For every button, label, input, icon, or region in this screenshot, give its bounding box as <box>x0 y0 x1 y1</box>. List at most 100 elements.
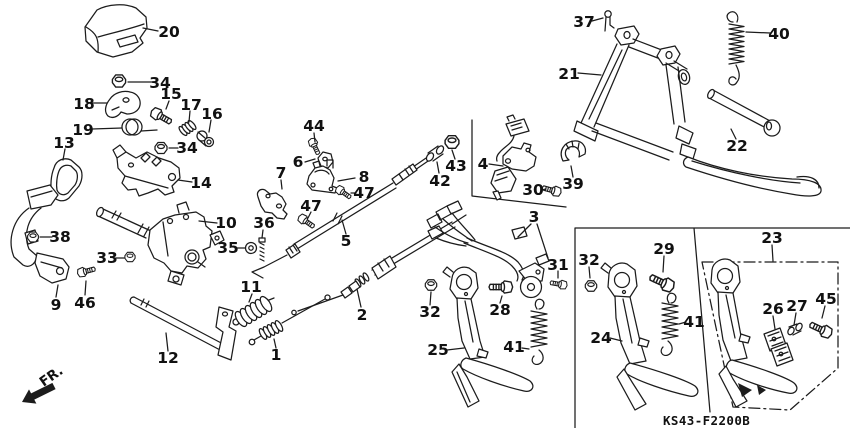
panel-divider-lower <box>574 227 850 428</box>
callout-1: 1 <box>271 346 282 364</box>
part-26-rubber-pad <box>763 327 794 367</box>
part-47-bolt-a <box>333 183 354 202</box>
callout-10: 10 <box>215 214 237 232</box>
callout-8: 8 <box>359 168 370 186</box>
callout-32b: 32 <box>419 303 441 321</box>
part-27-pin <box>787 322 803 336</box>
callout-15: 15 <box>160 85 182 103</box>
part-3-switch-harness <box>426 200 550 299</box>
callout-45: 45 <box>815 290 837 308</box>
part-4-stand-switch <box>490 114 537 201</box>
part-32-nut-b <box>584 280 598 292</box>
callout-6: 6 <box>293 153 304 171</box>
part-23-side-stand-assembly <box>710 258 798 408</box>
part-34-nut-b <box>154 141 168 155</box>
callout-31: 31 <box>547 256 569 274</box>
callout-26: 26 <box>762 300 784 318</box>
part-15-bolt <box>147 105 175 128</box>
part-41-spring-a <box>530 298 548 366</box>
callout-24: 24 <box>590 329 612 347</box>
part-14-bracket <box>112 144 181 197</box>
part-18-cam-plate <box>104 90 141 118</box>
callout-42: 42 <box>429 172 451 190</box>
callout-2: 2 <box>357 306 368 324</box>
callout-25: 25 <box>427 341 449 359</box>
callout-34b: 34 <box>176 139 198 157</box>
callout-32a: 32 <box>578 251 600 269</box>
part-22-pivot-shaft <box>707 88 781 137</box>
part-39-clip <box>560 140 587 162</box>
part-24-side-stand <box>600 262 699 411</box>
part-28-bolt <box>488 280 514 294</box>
callout-30: 30 <box>522 181 544 199</box>
panel-divider-upper <box>471 119 567 208</box>
part-35-washer <box>244 241 258 255</box>
part-33-nut <box>124 251 136 263</box>
callout-36: 36 <box>253 214 275 232</box>
callout-34a: 34 <box>149 74 171 92</box>
callout-22: 22 <box>726 137 748 155</box>
part-46-bolt <box>75 263 97 279</box>
callout-9: 9 <box>51 296 62 314</box>
callout-39: 39 <box>562 175 584 193</box>
part-1-spring <box>248 294 331 346</box>
callout-21: 21 <box>558 65 580 83</box>
fr-arrow-icon <box>22 382 56 404</box>
callout-18: 18 <box>73 95 95 113</box>
callout-23: 23 <box>761 229 783 247</box>
callout-47a: 47 <box>353 184 375 202</box>
callout-46: 46 <box>74 294 96 312</box>
part-47-bolt-b <box>295 212 318 232</box>
part-5-throttle-cable <box>251 155 432 279</box>
part-29-bolt <box>646 270 678 295</box>
part-12-stand-rod <box>129 296 237 361</box>
part-7-lever <box>256 188 288 220</box>
part-32-nut-a <box>424 279 438 291</box>
fr-label: FR. <box>37 363 67 390</box>
callout-43: 43 <box>445 157 467 175</box>
part-9-pedal-arm <box>10 184 70 284</box>
callout-19: 19 <box>72 121 94 139</box>
callout-44: 44 <box>303 117 325 135</box>
part-30-bolt <box>540 182 563 199</box>
callout-17: 17 <box>180 96 202 114</box>
part-41-spring-b <box>660 292 679 357</box>
leader-lines <box>39 17 826 352</box>
part-10-pedal-shaft-assembly <box>95 201 225 286</box>
part-34-nut-a <box>111 74 127 88</box>
fr-direction-indicator: FR. <box>22 363 66 404</box>
callout-27: 27 <box>786 297 808 315</box>
part-21-center-stand <box>573 25 822 197</box>
callout-28: 28 <box>489 301 511 319</box>
part-40-spring <box>726 11 745 86</box>
part-17-spring <box>178 119 197 137</box>
diagram-code: KS43-F2200B <box>663 413 750 428</box>
part-36-screw <box>258 237 266 262</box>
callout-35: 35 <box>217 239 239 257</box>
callout-37: 37 <box>573 13 595 31</box>
callout-7: 7 <box>276 164 287 182</box>
callout-4: 4 <box>478 155 489 173</box>
part-38-nut <box>27 231 39 243</box>
callout-29: 29 <box>653 240 675 258</box>
part-11-spring <box>232 295 275 328</box>
part-43-nut <box>444 134 460 150</box>
callout-41b: 41 <box>683 313 705 331</box>
callout-12: 12 <box>157 349 179 367</box>
callout-labels: 20 37 40 34 18 15 17 16 21 19 44 13 34 4… <box>49 13 837 367</box>
part-31-bolt <box>548 277 569 291</box>
callout-13: 13 <box>53 134 75 152</box>
part-45-bolt <box>806 318 835 341</box>
part-20-pedal-cover <box>84 4 148 58</box>
callout-47b: 47 <box>300 197 322 215</box>
part-25-side-stand <box>442 266 534 408</box>
callout-11: 11 <box>240 278 262 296</box>
callout-38: 38 <box>49 228 71 246</box>
callout-33: 33 <box>96 249 118 267</box>
part-37-cotter-pin <box>604 10 615 32</box>
part-19-torsion-spring <box>121 118 158 136</box>
callout-41a: 41 <box>503 338 525 356</box>
callout-14: 14 <box>190 174 212 192</box>
callout-40: 40 <box>768 25 790 43</box>
